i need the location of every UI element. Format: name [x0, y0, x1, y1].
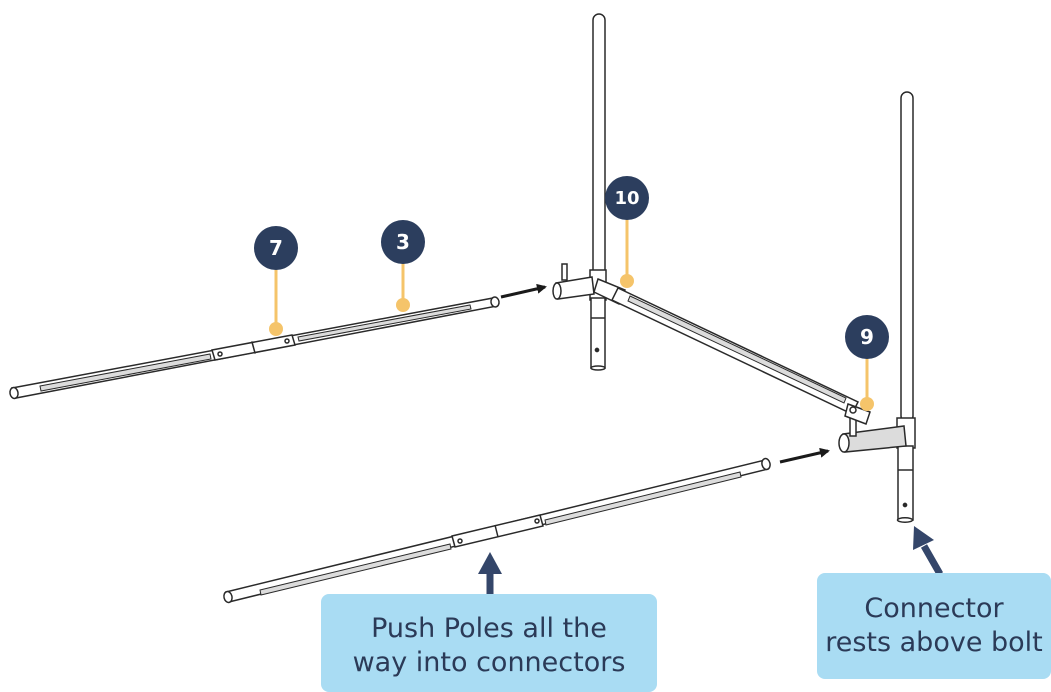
diagonal-pole	[610, 287, 860, 415]
part-badge-9: 9	[845, 315, 889, 359]
callout-connector-rests-line1: Connector	[864, 593, 1004, 624]
callout-arrows	[478, 526, 944, 595]
left-pole-assembly	[9, 296, 500, 400]
push-arrow-top	[500, 283, 547, 299]
callout-connector-rests: Connector rests above bolt	[817, 573, 1051, 679]
callout-connector-rests-line2: rests above bolt	[825, 627, 1043, 658]
part-badge-7: 7	[254, 226, 298, 270]
callout-push-poles-line1: Push Poles all the	[371, 613, 607, 644]
left-vertical-pole	[552, 13, 626, 371]
bottom-pole-assembly	[223, 457, 771, 604]
part-badge-10: 10	[605, 176, 649, 220]
push-arrow-bottom	[779, 447, 830, 464]
right-vertical-pole	[838, 91, 916, 523]
leader-lines	[274, 210, 869, 403]
part-badge-3: 3	[381, 220, 425, 264]
leader-dots	[269, 274, 874, 411]
callout-push-poles: Push Poles all the way into connectors	[321, 594, 657, 692]
callout-push-poles-line2: way into connectors	[352, 647, 626, 678]
